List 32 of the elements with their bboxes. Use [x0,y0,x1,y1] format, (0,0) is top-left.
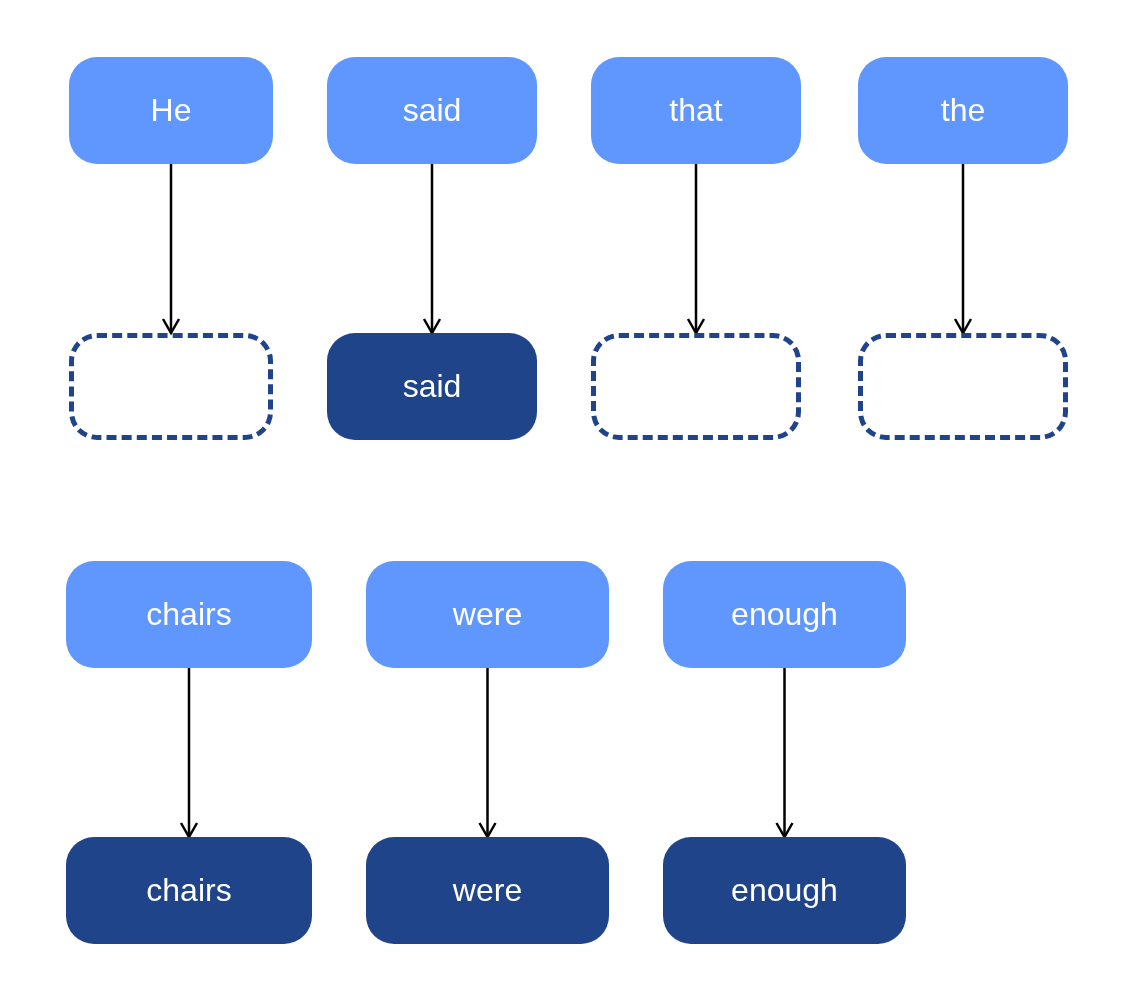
arrow [422,164,442,335]
arrow [775,668,794,839]
input-token-box [591,57,801,164]
token-text: enough [731,596,838,633]
token-text: were [452,596,523,633]
arrow [686,164,706,335]
token-text: that [669,92,723,129]
arrow [161,164,181,335]
output-token-box [663,837,906,944]
output-token-box [366,837,609,944]
input-token-box [66,561,312,668]
input-token-box [663,561,906,668]
output-token-box [327,333,537,440]
token-text: said [402,92,462,129]
arrow [953,164,973,335]
empty-rounded-box [858,333,1068,440]
input-token-box [858,57,1068,164]
token-text: chairs [146,872,232,909]
token-text: said [402,368,462,405]
empty-rounded-box [69,333,273,440]
token-text: the [940,92,986,129]
token-text: enough [731,872,838,909]
token-text: He [150,92,192,129]
arrow [179,668,199,839]
token-text: were [452,872,523,909]
arrow [478,668,497,839]
input-token-box [69,57,273,164]
empty-rounded-box [591,333,801,440]
output-token-box [66,837,312,944]
input-token-box [366,561,609,668]
input-token-box [327,57,537,164]
token-text: chairs [146,596,232,633]
